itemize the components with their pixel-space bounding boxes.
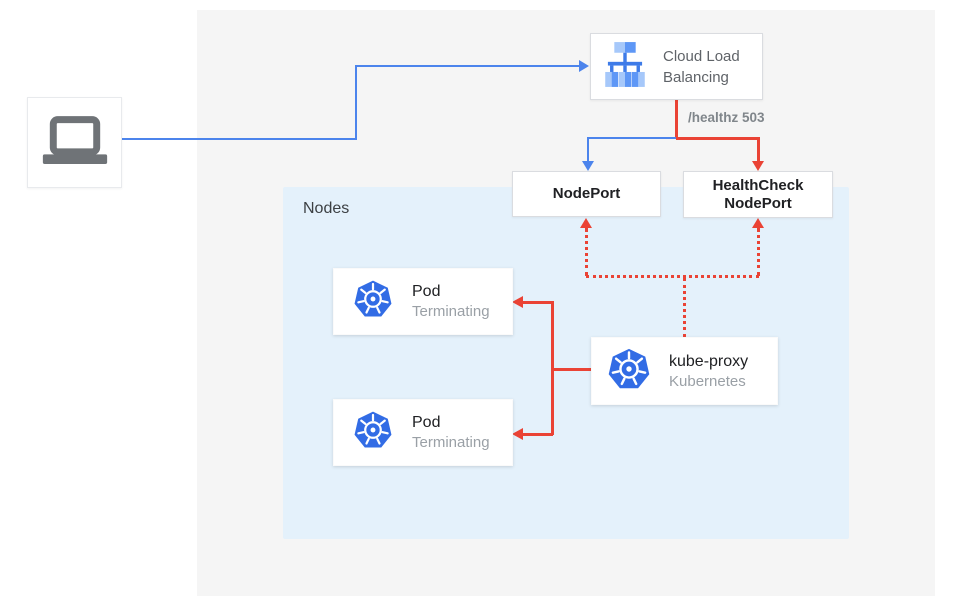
- kube-proxy-subtitle: Kubernetes: [669, 372, 746, 390]
- client-box: [27, 97, 122, 188]
- pod-terminating-box-1: Pod Terminating: [333, 268, 513, 335]
- kube-proxy-dotted-segment: [757, 228, 760, 276]
- healthcheck-line-segment: [757, 137, 760, 162]
- cloud-load-balancing-label-line2: Balancing: [663, 68, 729, 86]
- nodeport-label: NodePort: [552, 185, 621, 202]
- healthcheck-line-segment: [676, 137, 759, 140]
- traffic-line-segment: [122, 138, 356, 140]
- healthcheck-arrowhead: [752, 161, 764, 171]
- traffic-line-segment: [588, 137, 676, 139]
- pod-connector-segment: [551, 301, 554, 435]
- kubernetes-icon: [353, 279, 393, 324]
- traffic-line-segment: [587, 137, 589, 162]
- kube-proxy-dotted-segment: [585, 228, 588, 276]
- kube-proxy-dotted-segment: [683, 278, 686, 337]
- kube-proxy-arrowhead: [752, 218, 764, 228]
- traffic-line-segment: [355, 65, 357, 140]
- pod-connector-segment: [553, 368, 591, 371]
- pod-status: Terminating: [412, 303, 490, 320]
- kube-proxy-title: kube-proxy: [669, 352, 749, 370]
- traffic-arrowhead: [579, 60, 589, 72]
- nodes-panel-label: Nodes: [303, 200, 350, 217]
- pod-connector-segment: [523, 433, 553, 436]
- kube-proxy-dotted-segment: [586, 275, 759, 278]
- healthcheck-nodeport-label-line2: NodePort: [724, 194, 792, 212]
- healthz-status-label: /healthz 503: [688, 110, 765, 125]
- pod-title: Pod: [412, 283, 441, 300]
- pod-title: Pod: [412, 414, 441, 431]
- kubernetes-icon: [353, 410, 393, 455]
- pod-status: Terminating: [412, 434, 490, 451]
- healthcheck-nodeport-box: HealthCheck NodePort: [683, 171, 833, 218]
- kubernetes-icon: [607, 347, 651, 396]
- healthcheck-line-segment: [675, 100, 678, 139]
- pod-arrowhead: [512, 428, 523, 440]
- nodeport-box: NodePort: [512, 171, 661, 217]
- traffic-arrowhead: [582, 161, 594, 171]
- pod-arrowhead: [512, 296, 523, 308]
- pod-connector-segment: [523, 301, 553, 304]
- traffic-line-segment: [355, 65, 581, 67]
- cloud-load-balancing-box: Cloud Load Balancing: [590, 33, 763, 100]
- kube-proxy-arrowhead: [580, 218, 592, 228]
- load-balancer-icon: [603, 41, 647, 93]
- laptop-icon: [42, 115, 108, 170]
- healthcheck-nodeport-label-line1: HealthCheck: [712, 176, 804, 194]
- kube-proxy-box: kube-proxy Kubernetes: [591, 337, 778, 405]
- pod-terminating-box-2: Pod Terminating: [333, 399, 513, 466]
- cloud-load-balancing-label-line1: Cloud Load: [663, 47, 740, 65]
